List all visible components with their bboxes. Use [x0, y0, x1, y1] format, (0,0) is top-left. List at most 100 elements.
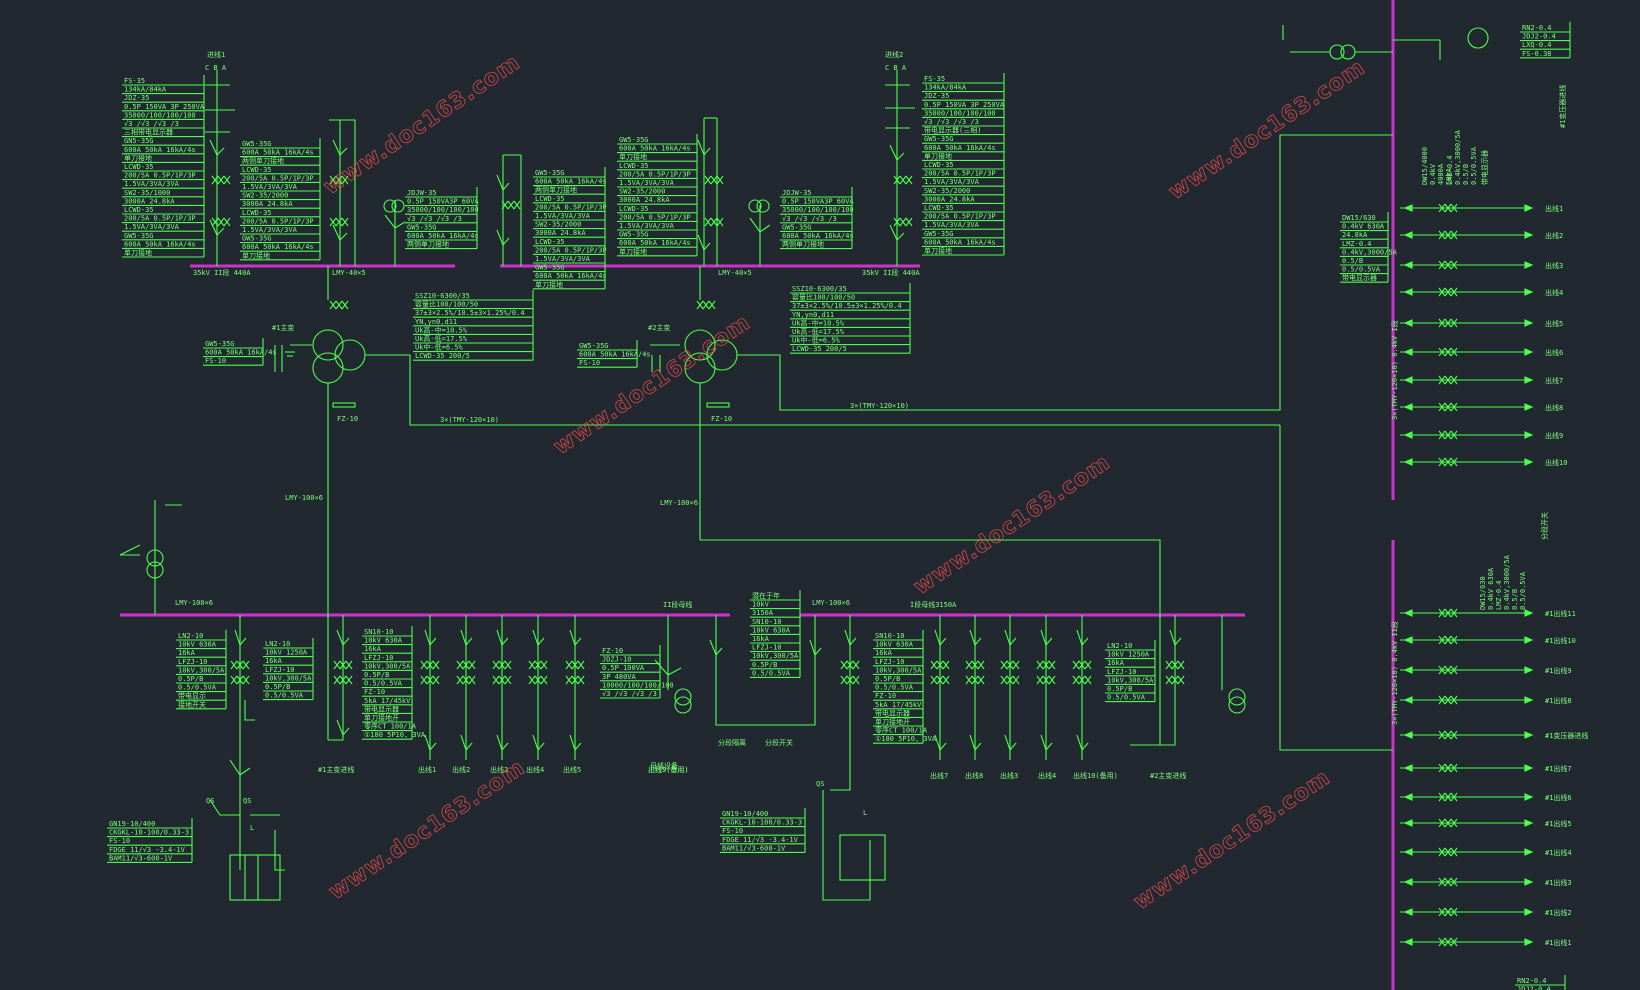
ct-10kv-b-8 — [930, 675, 950, 685]
bay10-right-2-line: 10kV,300/5A — [1107, 676, 1154, 684]
feeder10-right-label: #2主变进线 — [1150, 771, 1186, 780]
top-left-spec-3[interactable]: JDJW-350.5P 150VA3P 60VA35000/100/100/10… — [405, 187, 479, 250]
bay10-left-2-line: 0.5P/B — [265, 683, 290, 691]
watermark-6: www.doc163.com — [1129, 765, 1335, 915]
ct-lv-14 — [1438, 730, 1458, 740]
bay10-right-1-line: LFZJ-10 — [875, 658, 905, 666]
bay10-left-2-line: 10kV 1250A — [265, 649, 308, 657]
lv-feeder-lower-3-label: #1出线8 — [1545, 696, 1572, 705]
bay10-left-2-line: 16kA — [265, 657, 283, 665]
lv-feeder-lower-7-arrow-left — [1403, 819, 1413, 827]
top-mid-spec-3[interactable]: JDJW-350.5P 150VA3P 60VA35000/100/100/10… — [780, 187, 854, 250]
top-left-spec-2-line: SW2-35/2000 — [242, 192, 288, 200]
top-mid-spec-5-line: 0.5P 150VA 3P 250VA — [924, 101, 1005, 109]
top-mid-spec-3-line: JDJW-35 — [782, 189, 812, 197]
feeder10-left-label: #1主变进线 — [318, 765, 354, 774]
t2-spec[interactable]: SSZ10-6300/35容量比100/100/5037±3×2.5%/10.5… — [790, 283, 911, 354]
top-mid-spec-1-line: GW5-35G — [535, 169, 565, 177]
lv-dw-box[interactable]: DW15/6300.4kV 630A24.8kALMZ-0.40.4kV,300… — [1340, 212, 1398, 283]
lv-feeder-lower-9-arrow-left — [1403, 878, 1413, 886]
lv-feeder-upper-1-arrow-left — [1403, 231, 1413, 239]
station-tx-left[interactable]: GN19-10/400CKGKL-10-100/0.33-3FS-10FDGE … — [107, 818, 193, 863]
top-mid-spec-5-line: GW5-35G — [924, 230, 954, 238]
lv-bottom-box-line: RN2-0.4 — [1517, 977, 1547, 985]
lv-bus-lower-label[interactable]: 3×(TMY-120×10) 0.4kV II段 — [1390, 621, 1399, 725]
top-mid-spec-5-line: LCWD-35 — [924, 161, 954, 169]
bay10-right-2-line: 10kV 1250A — [1107, 651, 1150, 659]
bay10-tie-line: 16kA — [752, 635, 770, 643]
top-left-spec-1-line: SW2-35/1000 — [124, 189, 170, 197]
bus-35kv-left-label: 35kV II段 440A — [193, 268, 251, 277]
top-mid-spec-1-line: 1.5VA/3VA/3VA — [535, 255, 591, 263]
incoming1-label: 进线1 — [207, 50, 225, 59]
lv-dw-box-line: 0.4kV 630A — [1342, 223, 1385, 231]
watermark-1: www.doc163.com — [319, 50, 525, 200]
lv-feeder-upper-6-arrow-left — [1403, 376, 1413, 384]
top-mid-spec-5-line: 600A 50kA 16kA/4s — [924, 144, 996, 152]
watermark-4: www.doc163.com — [1164, 55, 1370, 205]
lv-top-box-line: JDJ2-0.4 — [1522, 33, 1556, 41]
lv-feeder-upper-8-arrow — [1524, 431, 1534, 439]
bay10-left-3-line: 16kA — [364, 645, 382, 653]
lv-feeder-upper-5-label: 出线6 — [1545, 348, 1563, 357]
ct-10kv-b-4 — [492, 675, 512, 685]
bus-10kv-ii-label: II段母线 — [663, 600, 692, 609]
lv-feeder-lower-5-arrow-left — [1403, 764, 1413, 772]
t1-spec[interactable]: SSZ10-6300/35容量比100/100/5037±3×2.5%/10.5… — [413, 290, 534, 361]
top-mid-spec-5-line: 134kA/84kA — [924, 84, 967, 92]
lv-tie-label[interactable]: 分段开关 — [1540, 512, 1549, 540]
top-left-spec-1-line: 600A 50kA 16kA/4s — [124, 240, 196, 248]
lv-feeder-upper-5-arrow — [1524, 348, 1534, 356]
bay10-right-1-line: 10kV 630A — [875, 641, 914, 649]
bay10-tie-line: 10kV — [752, 601, 770, 609]
top-left-spec-3-line: 600A 50kA 16kA/4s — [407, 232, 479, 240]
lv-bus-upper-label[interactable]: 3×(TMY-120×10) 0.4kV I段 — [1390, 320, 1399, 420]
bay10-left-3-line: 带电显示器 — [364, 704, 399, 713]
ct-lv-6 — [1438, 375, 1458, 385]
lv-feeder-upper-9-arrow — [1524, 458, 1534, 466]
top-left-spec-1-line: √3 /√3 /√3 /3 — [124, 120, 179, 128]
station-tx-right[interactable]: GN19-10/400CKGKL-10-100/0.33-3FS-10FDGE … — [720, 808, 806, 853]
bay10-tie-line: 0.5P/B — [752, 661, 777, 669]
top-mid-spec-1-line: 1.5VA/3VA/3VA — [535, 212, 591, 220]
bay10-left-3-line: 0.5/0.5VA — [364, 680, 403, 688]
watermarks: www.doc163.com www.doc163.com www.doc163… — [319, 50, 1371, 916]
t1-lmy: LMY-100×6 — [285, 494, 323, 502]
top-left-spec-4-line: 600A 50kA 16kA/4s — [619, 239, 691, 247]
t2-gw-box-line: GW5-35G — [579, 342, 609, 350]
top-mid-spec-1-line: LCWD-35 — [535, 195, 565, 203]
bay10-left-3-line: 5kA 17/45kV — [364, 697, 411, 705]
ct-10kv-a-4 — [492, 660, 512, 670]
top-mid-spec-5-line: 单刀接地 — [924, 246, 952, 255]
top-left-spec-1-line: 134kA/84kA — [124, 86, 167, 94]
ct-10kv-b-3 — [456, 675, 476, 685]
lv-vbox-3[interactable]: 带电显示器 — [1480, 150, 1489, 185]
ct-lv-4 — [1438, 318, 1458, 328]
lv-feeder-lower-11-label: #1出线1 — [1545, 938, 1572, 947]
lv-side-label[interactable]: #1变压器进线 — [1558, 85, 1567, 128]
t1-spec-line: LCWD-35 200/5 — [415, 352, 470, 360]
ct-10kv-a-10 — [1000, 660, 1020, 670]
ct-35kv-2 — [329, 175, 349, 185]
t1-spec-line: Uk高-低=17.5% — [415, 334, 468, 343]
